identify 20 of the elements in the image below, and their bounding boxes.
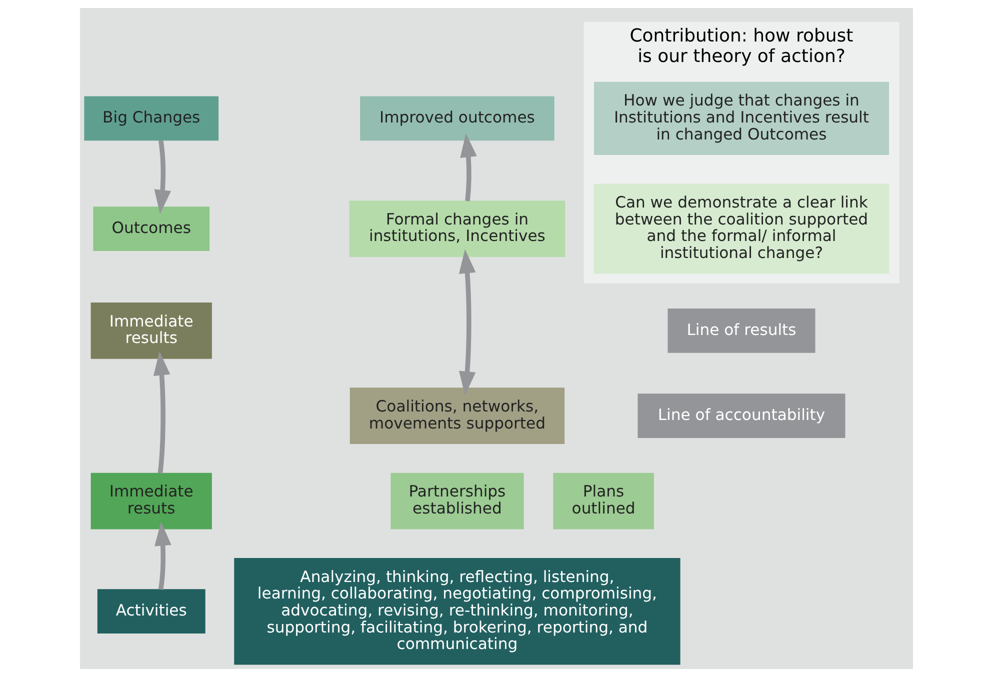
node-box: How we judge that changes in Institutions and Incentives result in changed Outcomes [593,82,888,155]
node-box: Big Changes [84,96,218,141]
node-box: Outcomes [92,206,210,251]
node-box: Formal changes in institutions, Incentives [348,200,565,257]
node-box: Immediate resuts [90,472,212,530]
label: Line of results [686,320,796,339]
label: Line of accountability [657,406,825,424]
arrow [154,140,171,214]
node-box: Partnerships established [390,472,524,530]
node-box: Can we demonstrate a clear link between the coalition supported and the formal/ informal institutional change? [593,184,888,274]
node-box: Plans outlined [552,472,654,530]
arrow [154,522,171,590]
node-box: Activities [96,589,205,634]
node-box: Coalitions, networks, movements supported [349,388,564,444]
node-box: Analyzing, thinking, reflecting, listening, learning, collaborating, negotiating, compromising, advocating, revising, re-thinking, monitoring, supporting, facilitating, brokering, reporting, and communicating [234,558,680,665]
node-box: Immediate results [90,302,212,359]
node-box: Improved outcomes [360,96,554,141]
arrow [460,133,476,202]
arrow [458,249,476,396]
arrow [152,351,170,474]
